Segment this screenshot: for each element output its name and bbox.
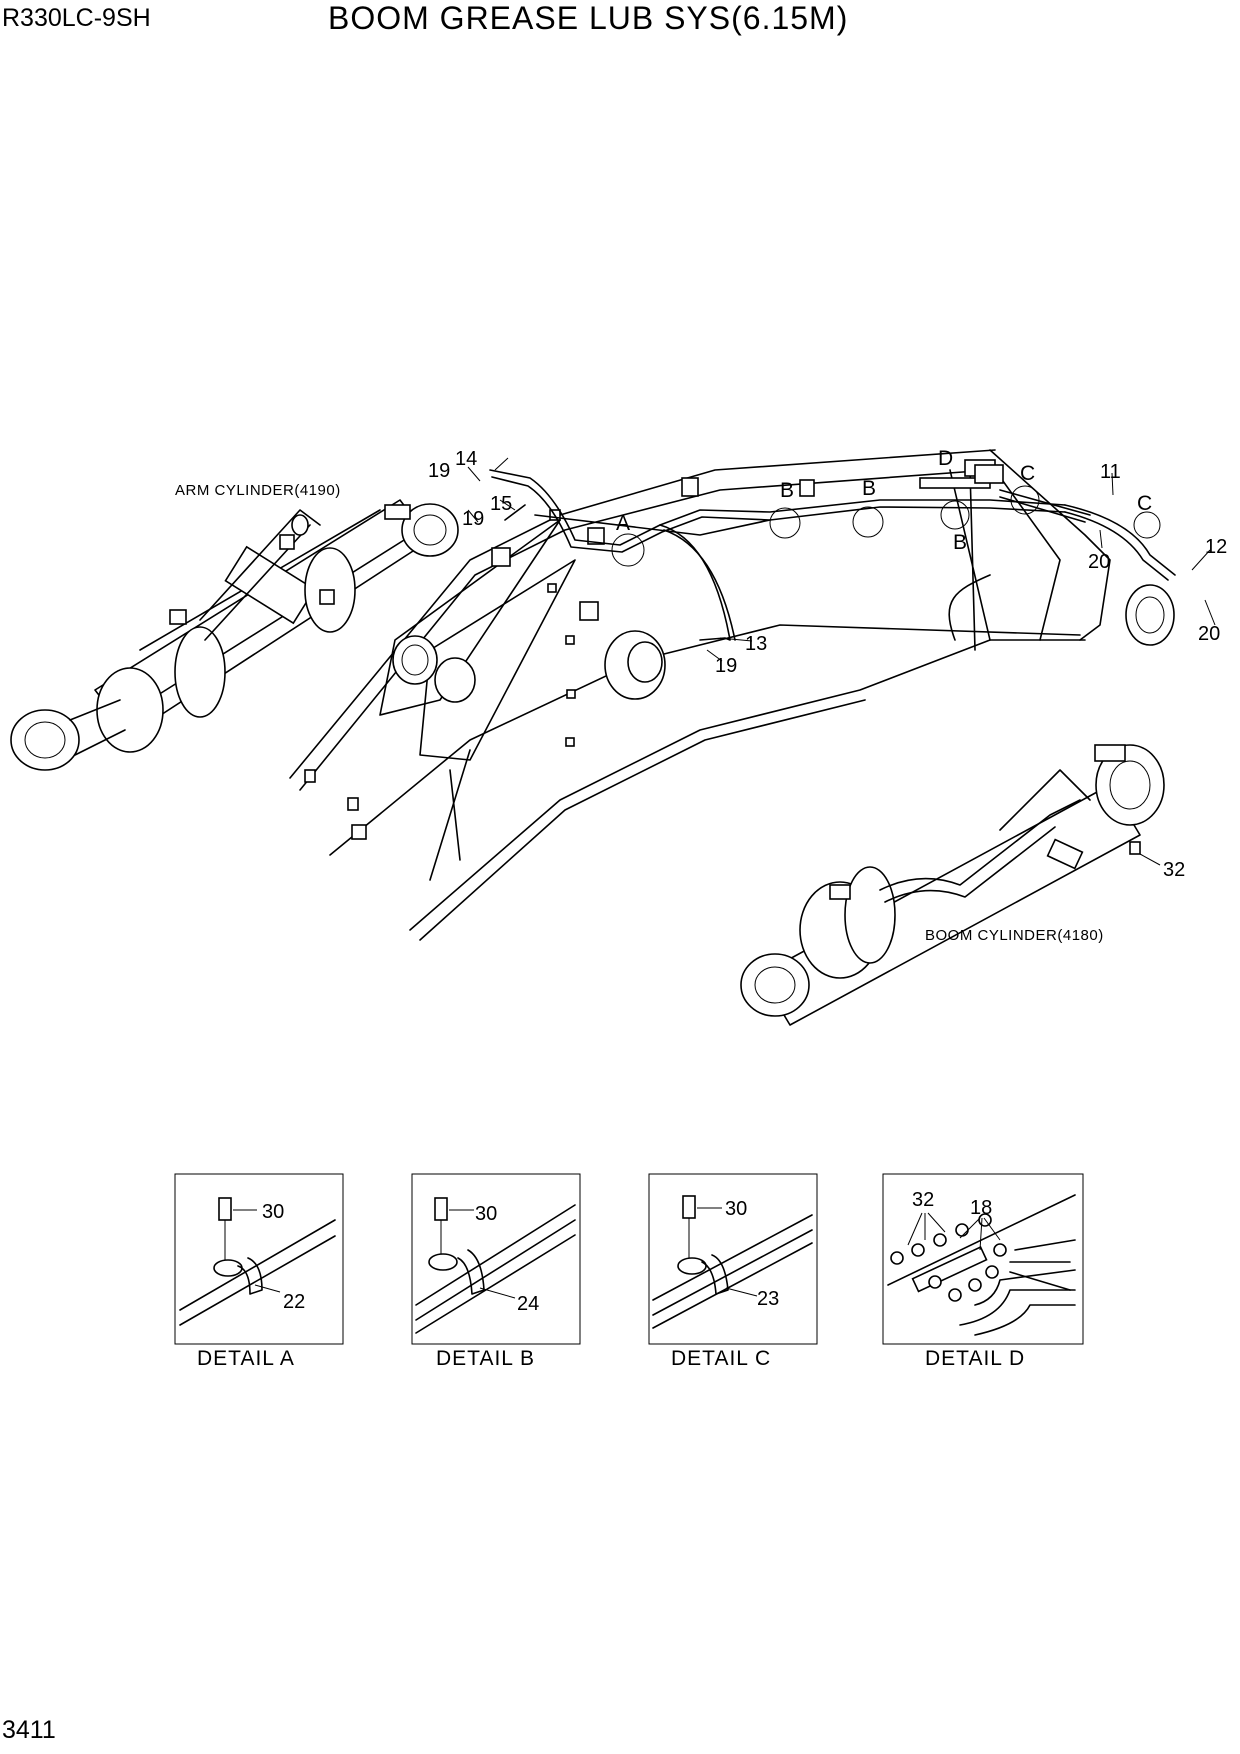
grease-hoses [489, 469, 1176, 641]
callout-19-mid: 19 [462, 508, 484, 530]
detail-c-part-30: 30 [725, 1198, 747, 1220]
detail-label-b3: B [953, 531, 967, 554]
detail-a-panel: 30 22 DETAIL A [174, 1173, 344, 1370]
detail-label-a: A [616, 512, 630, 535]
arm-cylinder-note: ARM CYLINDER(4190) [175, 482, 341, 499]
arm-cylinder [10, 499, 459, 771]
detail-a-part-22: 22 [283, 1291, 305, 1313]
detail-c-marker-1 [1010, 485, 1040, 515]
callout-12: 12 [1205, 536, 1227, 558]
detail-b-part-30: 30 [475, 1203, 497, 1225]
detail-c-marker-2 [1133, 511, 1161, 539]
model-number: R330LC-9SH [2, 4, 151, 32]
detail-a-marker [611, 533, 645, 567]
callout-11: 11 [1100, 461, 1121, 483]
detail-markers [611, 464, 1161, 567]
callout-20-lower: 20 [1198, 623, 1220, 645]
detail-label-b1: B [780, 479, 794, 502]
callout-19-top: 19 [428, 460, 450, 482]
detail-b-panel: 30 24 DETAIL B [411, 1173, 581, 1370]
detail-b-caption: DETAIL B [436, 1347, 535, 1370]
callout-32: 32 [1163, 859, 1185, 881]
detail-b-marker-1 [769, 507, 801, 539]
detail-a-part-30: 30 [262, 1201, 284, 1223]
boom-cylinder [740, 744, 1165, 1026]
boom-cylinder-note: BOOM CYLINDER(4180) [925, 927, 1104, 944]
callout-20-upper: 20 [1088, 551, 1110, 573]
detail-b-part-24: 24 [517, 1293, 539, 1315]
detail-d-caption: DETAIL D [925, 1347, 1025, 1370]
diagram-title: BOOM GREASE LUB SYS(6.15M) [328, 0, 849, 36]
detail-c-part-23: 23 [757, 1288, 779, 1310]
callout-15: 15 [490, 493, 512, 515]
detail-b-marker-3 [940, 500, 970, 530]
detail-c-caption: DETAIL C [671, 1347, 771, 1370]
detail-label-c1: C [1020, 462, 1035, 485]
main-callouts: ARM CYLINDER(4190) BOOM CYLINDER(4180) 1… [175, 447, 1227, 944]
leader-lines [467, 457, 1216, 866]
detail-label-d: D [938, 447, 953, 470]
detail-d-panel: 32 18 DETAIL D [882, 1173, 1084, 1370]
page-number: 3411 [2, 1716, 56, 1744]
callout-13: 13 [745, 633, 767, 655]
boom-structure [289, 449, 1175, 941]
callout-19-lower: 19 [715, 655, 737, 677]
detail-label-b2: B [862, 477, 876, 500]
callout-14: 14 [455, 448, 477, 470]
detail-label-c2: C [1137, 492, 1152, 515]
detail-d-part-18: 18 [970, 1197, 992, 1219]
detail-b-marker-2 [852, 506, 884, 538]
detail-d-part-32: 32 [912, 1189, 934, 1211]
detail-c-panel: 30 23 DETAIL C [648, 1173, 818, 1370]
detail-a-caption: DETAIL A [197, 1347, 295, 1370]
